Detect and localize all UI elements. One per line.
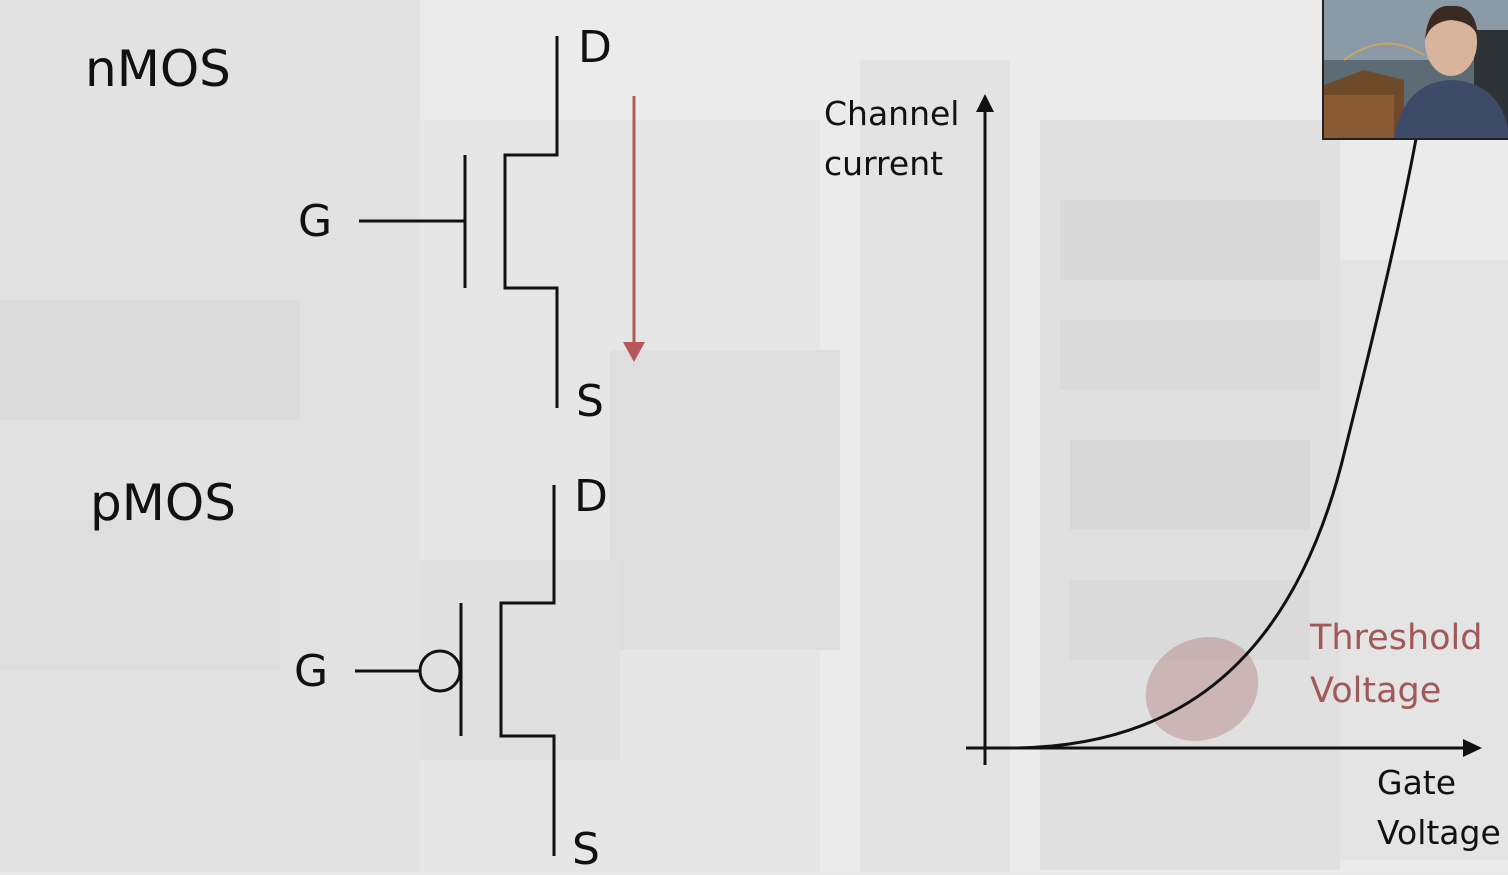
nmos-drain-label: D: [578, 22, 612, 73]
threshold-label: Threshold Voltage: [1310, 612, 1483, 717]
threshold-region: [1145, 637, 1259, 741]
y-axis-arrowhead: [976, 94, 994, 112]
threshold-label-line1: Threshold: [1310, 618, 1483, 658]
nmos-gate-label: G: [298, 196, 333, 247]
threshold-label-line2: Voltage: [1310, 670, 1442, 711]
y-axis-label-line1: Channel: [824, 94, 960, 133]
nmos-drain-lead: [503, 36, 559, 408]
nmos-symbol: [359, 36, 559, 408]
presenter-video-frame: [1324, 0, 1508, 138]
pmos-title: pMOS: [90, 474, 236, 532]
pmos-drain-lead: [499, 485, 556, 856]
current-curve: [1009, 127, 1420, 750]
pmos-gate-label: G: [294, 646, 329, 697]
x-axis-arrowhead: [1463, 739, 1482, 757]
graph-axes: [966, 94, 1482, 765]
x-axis-label: Gate Voltage: [1377, 758, 1501, 857]
x-axis-label-line1: Gate: [1377, 763, 1457, 802]
pmos-source-label: S: [572, 824, 600, 875]
pmos-gate-bubble: [418, 649, 462, 693]
y-axis-label: Channel current: [824, 89, 959, 188]
pmos-symbol: [355, 485, 556, 856]
nmos-source-label: S: [576, 376, 604, 427]
x-axis-label-line2: Voltage: [1377, 812, 1501, 852]
current-arrow: [623, 96, 645, 362]
presenter-webcam: [1322, 0, 1508, 140]
y-axis-label-line2: current: [824, 143, 944, 183]
nmos-title: nMOS: [85, 40, 231, 98]
pmos-drain-label: D: [574, 471, 608, 522]
